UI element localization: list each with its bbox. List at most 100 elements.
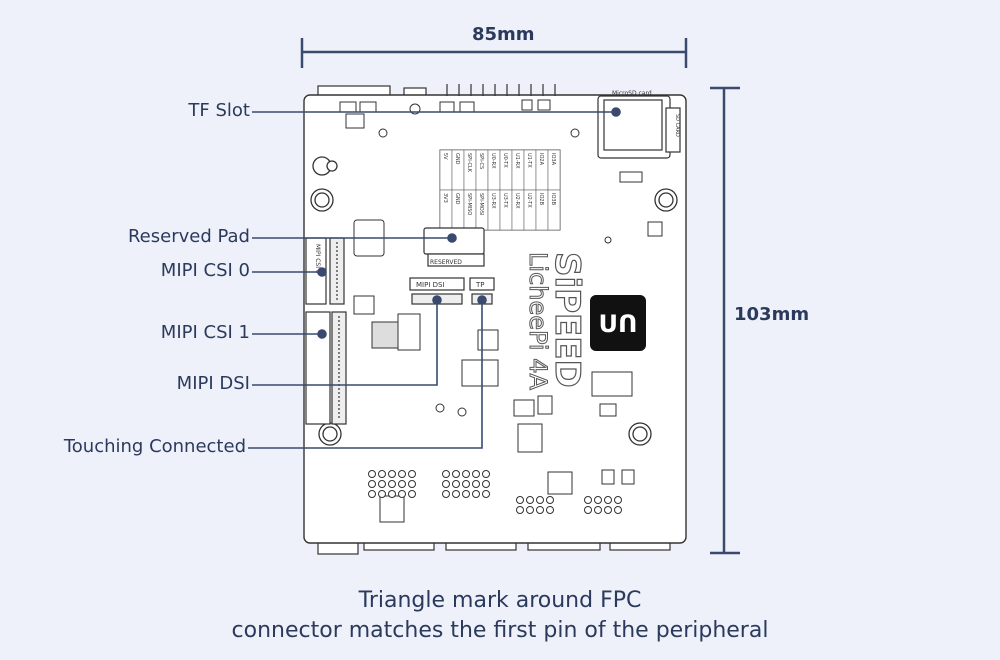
- mipi-dsi-leader: [252, 300, 438, 386]
- pad-dot: [398, 480, 406, 488]
- pin-label: IO2A: [538, 153, 544, 166]
- small-components: [339, 99, 663, 523]
- pin-label: 3V3: [442, 193, 448, 203]
- gpio-header-pins: [446, 84, 556, 96]
- caption-line-2: connector matches the first pin of the p…: [231, 618, 769, 643]
- mipi-dsi-silk: MIPI DSI: [416, 281, 445, 289]
- pad-dot: [462, 470, 470, 478]
- microsd-silk: MicroSD card: [612, 90, 652, 97]
- pad-dot: [526, 506, 534, 514]
- pin-label: U0-TX: [502, 153, 508, 168]
- mounting-holes: [310, 156, 678, 446]
- pad-dot: [584, 506, 592, 514]
- pad-dot: [516, 506, 524, 514]
- logo-badge: [590, 295, 646, 351]
- pad-dot: [378, 480, 386, 488]
- callout-mipi-csi-1: MIPI CSI 1: [160, 322, 250, 343]
- pad-dot: [388, 470, 396, 478]
- pad-dot: [398, 470, 406, 478]
- pad-dot: [442, 480, 450, 488]
- mipi-csi1-connector: [305, 311, 347, 425]
- pin-label: U3-TX: [502, 193, 508, 208]
- pin-label: SPI-MISO: [466, 193, 472, 215]
- pad-dot: [462, 480, 470, 488]
- pin-label: U1-TX: [526, 153, 532, 168]
- reserved-silk: RESERVED: [430, 259, 462, 266]
- height-dimension-line: [710, 86, 740, 555]
- pad-dot: [526, 496, 534, 504]
- pin-table-cells: 5V GND SPI-CLK SPI-CS U0-RX U0-TX U1-RX U1-TX IO…: [439, 149, 561, 231]
- pad-dot: [594, 496, 602, 504]
- pad-dot: [472, 480, 480, 488]
- pin-label: SPI-CS: [478, 153, 484, 169]
- pin-label: IO3A: [550, 153, 556, 166]
- pad-dot: [614, 496, 622, 504]
- pad-dot: [442, 490, 450, 498]
- pin-label: SPI-CLK: [466, 153, 472, 173]
- pin-label: GND: [454, 153, 460, 165]
- connector-pad-grids: [368, 470, 622, 514]
- caption-line-1: Triangle mark around FPC: [358, 588, 642, 613]
- pin-label: SPI-MOSI: [478, 193, 484, 215]
- pcb-board: [303, 85, 687, 555]
- sdcard-silk: SD CARD: [674, 114, 680, 137]
- pad-dot: [584, 496, 592, 504]
- pad-dot: [388, 490, 396, 498]
- callout-reserved-pad: Reserved Pad: [127, 226, 250, 247]
- pad-dot: [408, 480, 416, 488]
- pin-label: 5V: [442, 153, 448, 160]
- pad-dot: [614, 506, 622, 514]
- height-dimension-label: 103mm: [734, 304, 810, 325]
- pad-dot: [378, 470, 386, 478]
- pad-dot: [482, 470, 490, 478]
- pin-label: IO3B: [550, 193, 556, 206]
- tp-silk: TP: [475, 281, 485, 289]
- pad-dot: [604, 496, 612, 504]
- pad-dot: [398, 490, 406, 498]
- width-dimension-line: [300, 38, 688, 68]
- pad-dot: [408, 490, 416, 498]
- csi0-silk: MIPI CSI 0: [314, 244, 321, 274]
- pad-dot: [368, 470, 376, 478]
- pad-dot: [378, 490, 386, 498]
- pad-dot: [516, 496, 524, 504]
- pad-dot: [388, 480, 396, 488]
- licheepi-model: LicheePi 4A: [524, 252, 552, 390]
- pin-label: U0-RX: [490, 153, 496, 169]
- pad-dot: [546, 496, 554, 504]
- callout-mipi-csi-0: MIPI CSI 0: [160, 260, 250, 281]
- pad-dot: [604, 506, 612, 514]
- pad-dot: [472, 490, 480, 498]
- callout-mipi-dsi: MIPI DSI: [176, 373, 250, 394]
- pad-dot: [452, 470, 460, 478]
- pad-dot: [546, 506, 554, 514]
- pad-dot: [408, 470, 416, 478]
- callout-touching-connected: Touching Connected: [63, 436, 246, 457]
- pin-label: U1-RX: [514, 153, 520, 169]
- sipeed-brand: SiPEED: [547, 252, 587, 388]
- pin-label: U2-TX: [526, 193, 532, 208]
- pad-dot: [472, 470, 480, 478]
- pad-dot: [536, 506, 544, 514]
- pad-dot: [368, 480, 376, 488]
- pin-cell: [547, 189, 561, 231]
- pad-dot: [452, 490, 460, 498]
- header-pin-table: 5V GND SPI-CLK SPI-CS U0-RX U0-TX U1-RX U1-TX IO…: [439, 149, 561, 231]
- pad-dot: [452, 480, 460, 488]
- width-dimension-label: 85mm: [472, 24, 535, 45]
- callout-tf-slot: TF Slot: [188, 100, 250, 121]
- pad-dot: [442, 470, 450, 478]
- pad-dot: [482, 490, 490, 498]
- pad-dot: [536, 496, 544, 504]
- pin-label: GND: [454, 193, 460, 205]
- pad-dot: [594, 506, 602, 514]
- callout-leader-lines: [248, 107, 621, 449]
- logo-mark: ᑌᑎ: [599, 310, 638, 338]
- touching-leader: [248, 300, 483, 449]
- pad-dot: [462, 490, 470, 498]
- pin-label: U2-RX: [514, 193, 520, 209]
- tf-slot: MicroSD card SD CARD: [597, 90, 681, 159]
- pin-label: U3-RX: [490, 193, 496, 209]
